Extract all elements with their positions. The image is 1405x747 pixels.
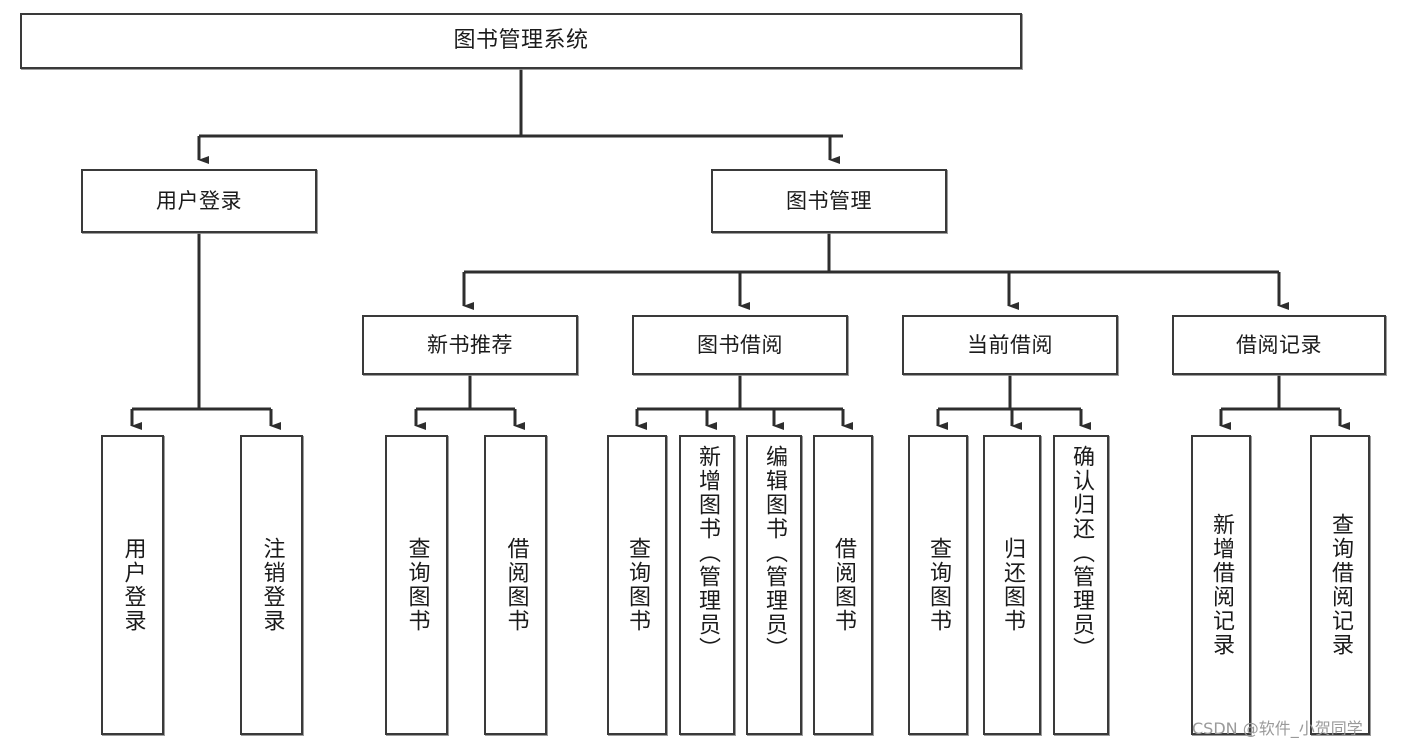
node-leaf-return-book-label: 归还图书 — [1000, 537, 1025, 633]
node-borrow-record[interactable]: 借阅记录 — [1172, 315, 1386, 375]
node-leaf-add-borrow-record[interactable]: 新增借阅记录 — [1191, 435, 1251, 735]
node-leaf-query-book-3-label: 查询图书 — [926, 537, 951, 633]
node-leaf-query-borrow-record[interactable]: 查询借阅记录 — [1310, 435, 1370, 735]
node-book-borrow-label: 图书借阅 — [697, 332, 783, 357]
node-leaf-user-login[interactable]: 用户登录 — [101, 435, 164, 735]
node-leaf-add-book-label: 新增图书（管理员） — [695, 445, 720, 661]
node-leaf-borrow-book-2[interactable]: 借阅图书 — [813, 435, 873, 735]
node-leaf-confirm-return[interactable]: 确认归还（管理员） — [1053, 435, 1109, 735]
node-current-borrow-label: 当前借阅 — [967, 332, 1053, 357]
node-leaf-edit-book[interactable]: 编辑图书（管理员） — [746, 435, 802, 735]
node-new-book-recommend-label: 新书推荐 — [427, 332, 513, 357]
node-leaf-borrow-book-2-label: 借阅图书 — [831, 537, 856, 633]
node-new-book-recommend[interactable]: 新书推荐 — [362, 315, 578, 375]
node-leaf-user-logout[interactable]: 注销登录 — [240, 435, 303, 735]
node-root-label: 图书管理系统 — [453, 28, 589, 54]
node-leaf-borrow-book-1[interactable]: 借阅图书 — [484, 435, 547, 735]
node-borrow-record-label: 借阅记录 — [1236, 332, 1322, 357]
node-current-borrow[interactable]: 当前借阅 — [902, 315, 1118, 375]
node-leaf-query-book-2[interactable]: 查询图书 — [607, 435, 667, 735]
node-leaf-query-borrow-record-label: 查询借阅记录 — [1328, 513, 1353, 657]
node-leaf-user-logout-label: 注销登录 — [259, 537, 285, 633]
node-leaf-query-book-3[interactable]: 查询图书 — [908, 435, 968, 735]
node-leaf-query-book-1-label: 查询图书 — [404, 537, 430, 633]
node-user-login-label: 用户登录 — [156, 188, 242, 213]
node-book-borrow[interactable]: 图书借阅 — [632, 315, 848, 375]
node-leaf-user-login-label: 用户登录 — [120, 537, 146, 633]
node-leaf-borrow-book-1-label: 借阅图书 — [503, 537, 529, 633]
node-leaf-edit-book-label: 编辑图书（管理员） — [762, 445, 787, 661]
node-root[interactable]: 图书管理系统 — [20, 13, 1022, 69]
node-leaf-return-book[interactable]: 归还图书 — [983, 435, 1041, 735]
node-book-manage[interactable]: 图书管理 — [711, 169, 947, 233]
node-leaf-add-book[interactable]: 新增图书（管理员） — [679, 435, 735, 735]
node-leaf-confirm-return-label: 确认归还（管理员） — [1069, 445, 1094, 661]
node-leaf-query-book-1[interactable]: 查询图书 — [385, 435, 448, 735]
node-leaf-add-borrow-record-label: 新增借阅记录 — [1209, 513, 1234, 657]
csdn-watermark: CSDN @软件_小贺同学 — [1192, 719, 1363, 738]
node-user-login[interactable]: 用户登录 — [81, 169, 317, 233]
node-book-manage-label: 图书管理 — [786, 188, 872, 213]
node-leaf-query-book-2-label: 查询图书 — [625, 537, 650, 633]
